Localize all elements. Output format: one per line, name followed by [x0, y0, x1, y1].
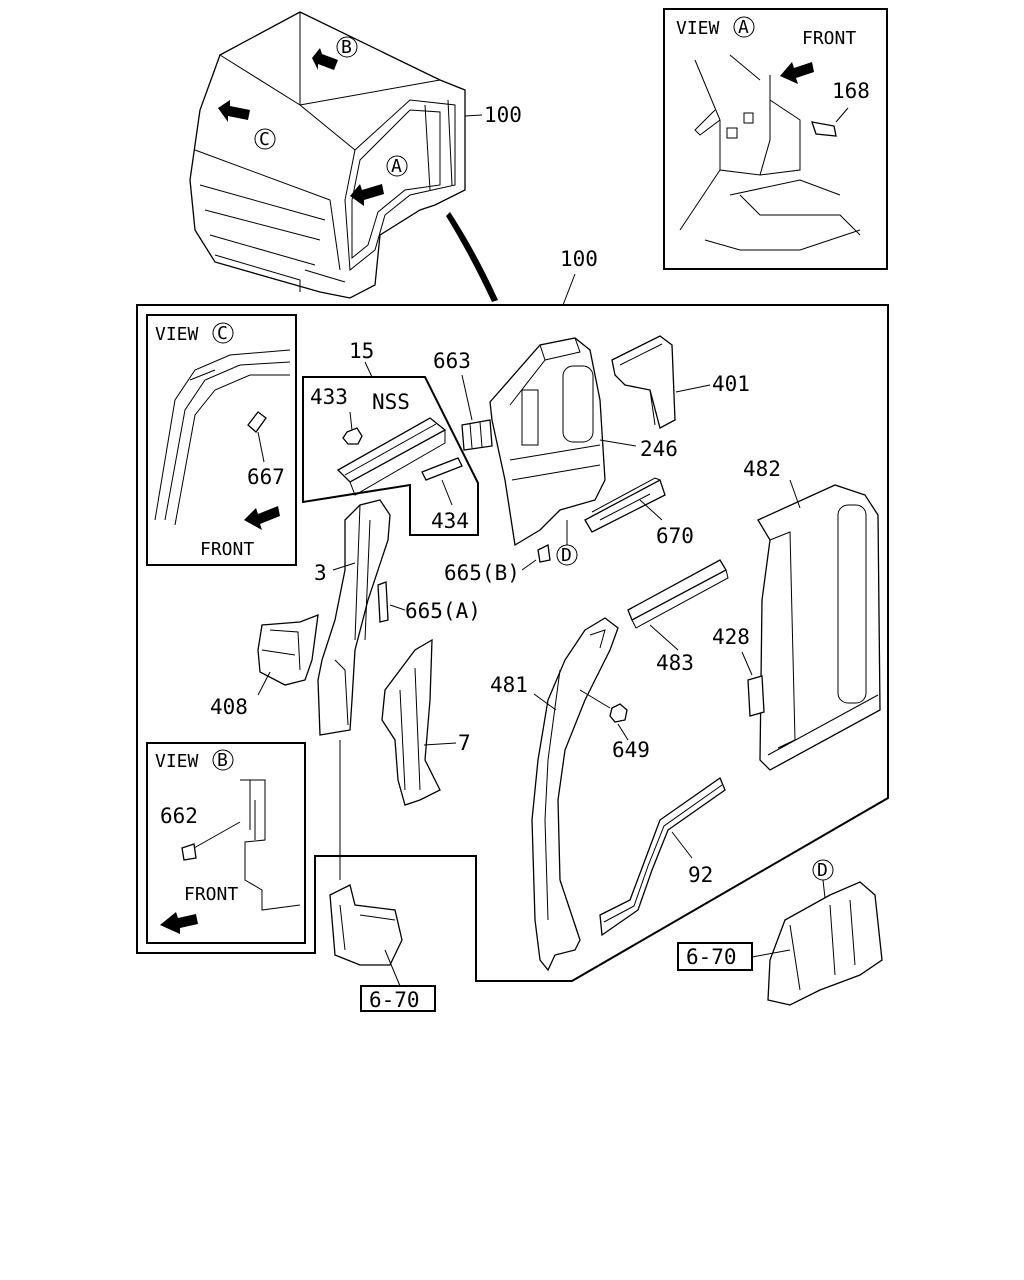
- arrow-c: [218, 100, 250, 122]
- callout-15: 15: [349, 339, 374, 363]
- part-481: [531, 617, 619, 972]
- view-c-title: VIEW: [155, 324, 199, 345]
- callout-428: 428: [712, 625, 750, 649]
- callout-481: 481: [490, 673, 528, 697]
- part-408: [257, 613, 319, 686]
- cab-mark-a: A: [391, 156, 402, 177]
- callout-3: 3: [314, 561, 327, 585]
- cab-illustration: [189, 11, 498, 302]
- view-b-front: FRONT: [184, 884, 238, 905]
- callout-665b: 665(B): [444, 561, 520, 585]
- part-665a: [377, 581, 389, 623]
- part-428: [747, 675, 765, 717]
- callout-665a: 665(A): [405, 599, 481, 623]
- ref-right-part: [767, 881, 883, 1006]
- view-c-front-arrow: [244, 506, 280, 530]
- part-670: [584, 479, 666, 533]
- part-7: [381, 638, 441, 806]
- arrow-b: [312, 48, 338, 70]
- view-a-circle: A: [738, 17, 749, 38]
- view-a-panel: VIEW A FRONT 168: [663, 8, 888, 270]
- view-b-front-arrow: [160, 912, 198, 934]
- nss-label: NSS: [372, 390, 410, 414]
- part-434: [421, 457, 463, 481]
- callout-649: 649: [612, 738, 650, 762]
- assembly-frame: [136, 304, 889, 982]
- callout-408: 408: [210, 695, 248, 719]
- ref-bottom-label: 6-70: [369, 988, 420, 1012]
- nss-box: [302, 376, 479, 536]
- callout-434: 434: [431, 509, 469, 533]
- callout-482: 482: [743, 457, 781, 481]
- part-92: [599, 777, 726, 937]
- ref-bottom-part: [329, 884, 403, 966]
- circle-d-assembly: D: [561, 545, 572, 566]
- view-c-panel: VIEW C 667 FRONT: [146, 314, 297, 566]
- part-246: [489, 337, 606, 547]
- callout-401: 401: [712, 372, 750, 396]
- part-649: [609, 703, 628, 723]
- part-665b: [537, 544, 551, 563]
- part-3: [317, 499, 391, 736]
- part-483: [627, 559, 727, 621]
- cab-mark-c: C: [259, 129, 270, 150]
- callout-100-cab: 100: [484, 103, 522, 127]
- view-b-panel: VIEW B 662 FRONT: [146, 742, 306, 944]
- view-b-title: VIEW: [155, 751, 199, 772]
- callout-670: 670: [656, 524, 694, 548]
- callout-246: 246: [640, 437, 678, 461]
- view-b-circle: B: [217, 750, 228, 771]
- ref-right-box: [677, 942, 753, 971]
- cab-marks: B C A: [254, 36, 408, 177]
- callout-92: 92: [688, 863, 713, 887]
- callout-433: 433: [310, 385, 348, 409]
- callout-100-assembly: 100: [560, 247, 598, 271]
- view-a-front-arrow: [780, 62, 814, 84]
- cab-mark-b: B: [341, 37, 352, 58]
- arrow-a: [350, 184, 384, 206]
- callout-663: 663: [433, 349, 471, 373]
- callout-168: 168: [832, 79, 870, 103]
- part-663: [461, 419, 493, 451]
- view-a-title: VIEW: [676, 18, 720, 39]
- part-401: [611, 335, 676, 429]
- ref-right-label: 6-70: [686, 945, 737, 969]
- view-c-front: FRONT: [200, 539, 254, 560]
- callout-662: 662: [160, 804, 198, 828]
- callout-667: 667: [247, 465, 285, 489]
- callout-483: 483: [656, 651, 694, 675]
- view-a-front: FRONT: [802, 28, 856, 49]
- ref-bottom-box: [360, 985, 436, 1012]
- ref-right-circle-d: D: [817, 860, 828, 881]
- callout-7: 7: [458, 731, 471, 755]
- view-c-circle: C: [217, 323, 228, 344]
- part-482: [757, 484, 881, 771]
